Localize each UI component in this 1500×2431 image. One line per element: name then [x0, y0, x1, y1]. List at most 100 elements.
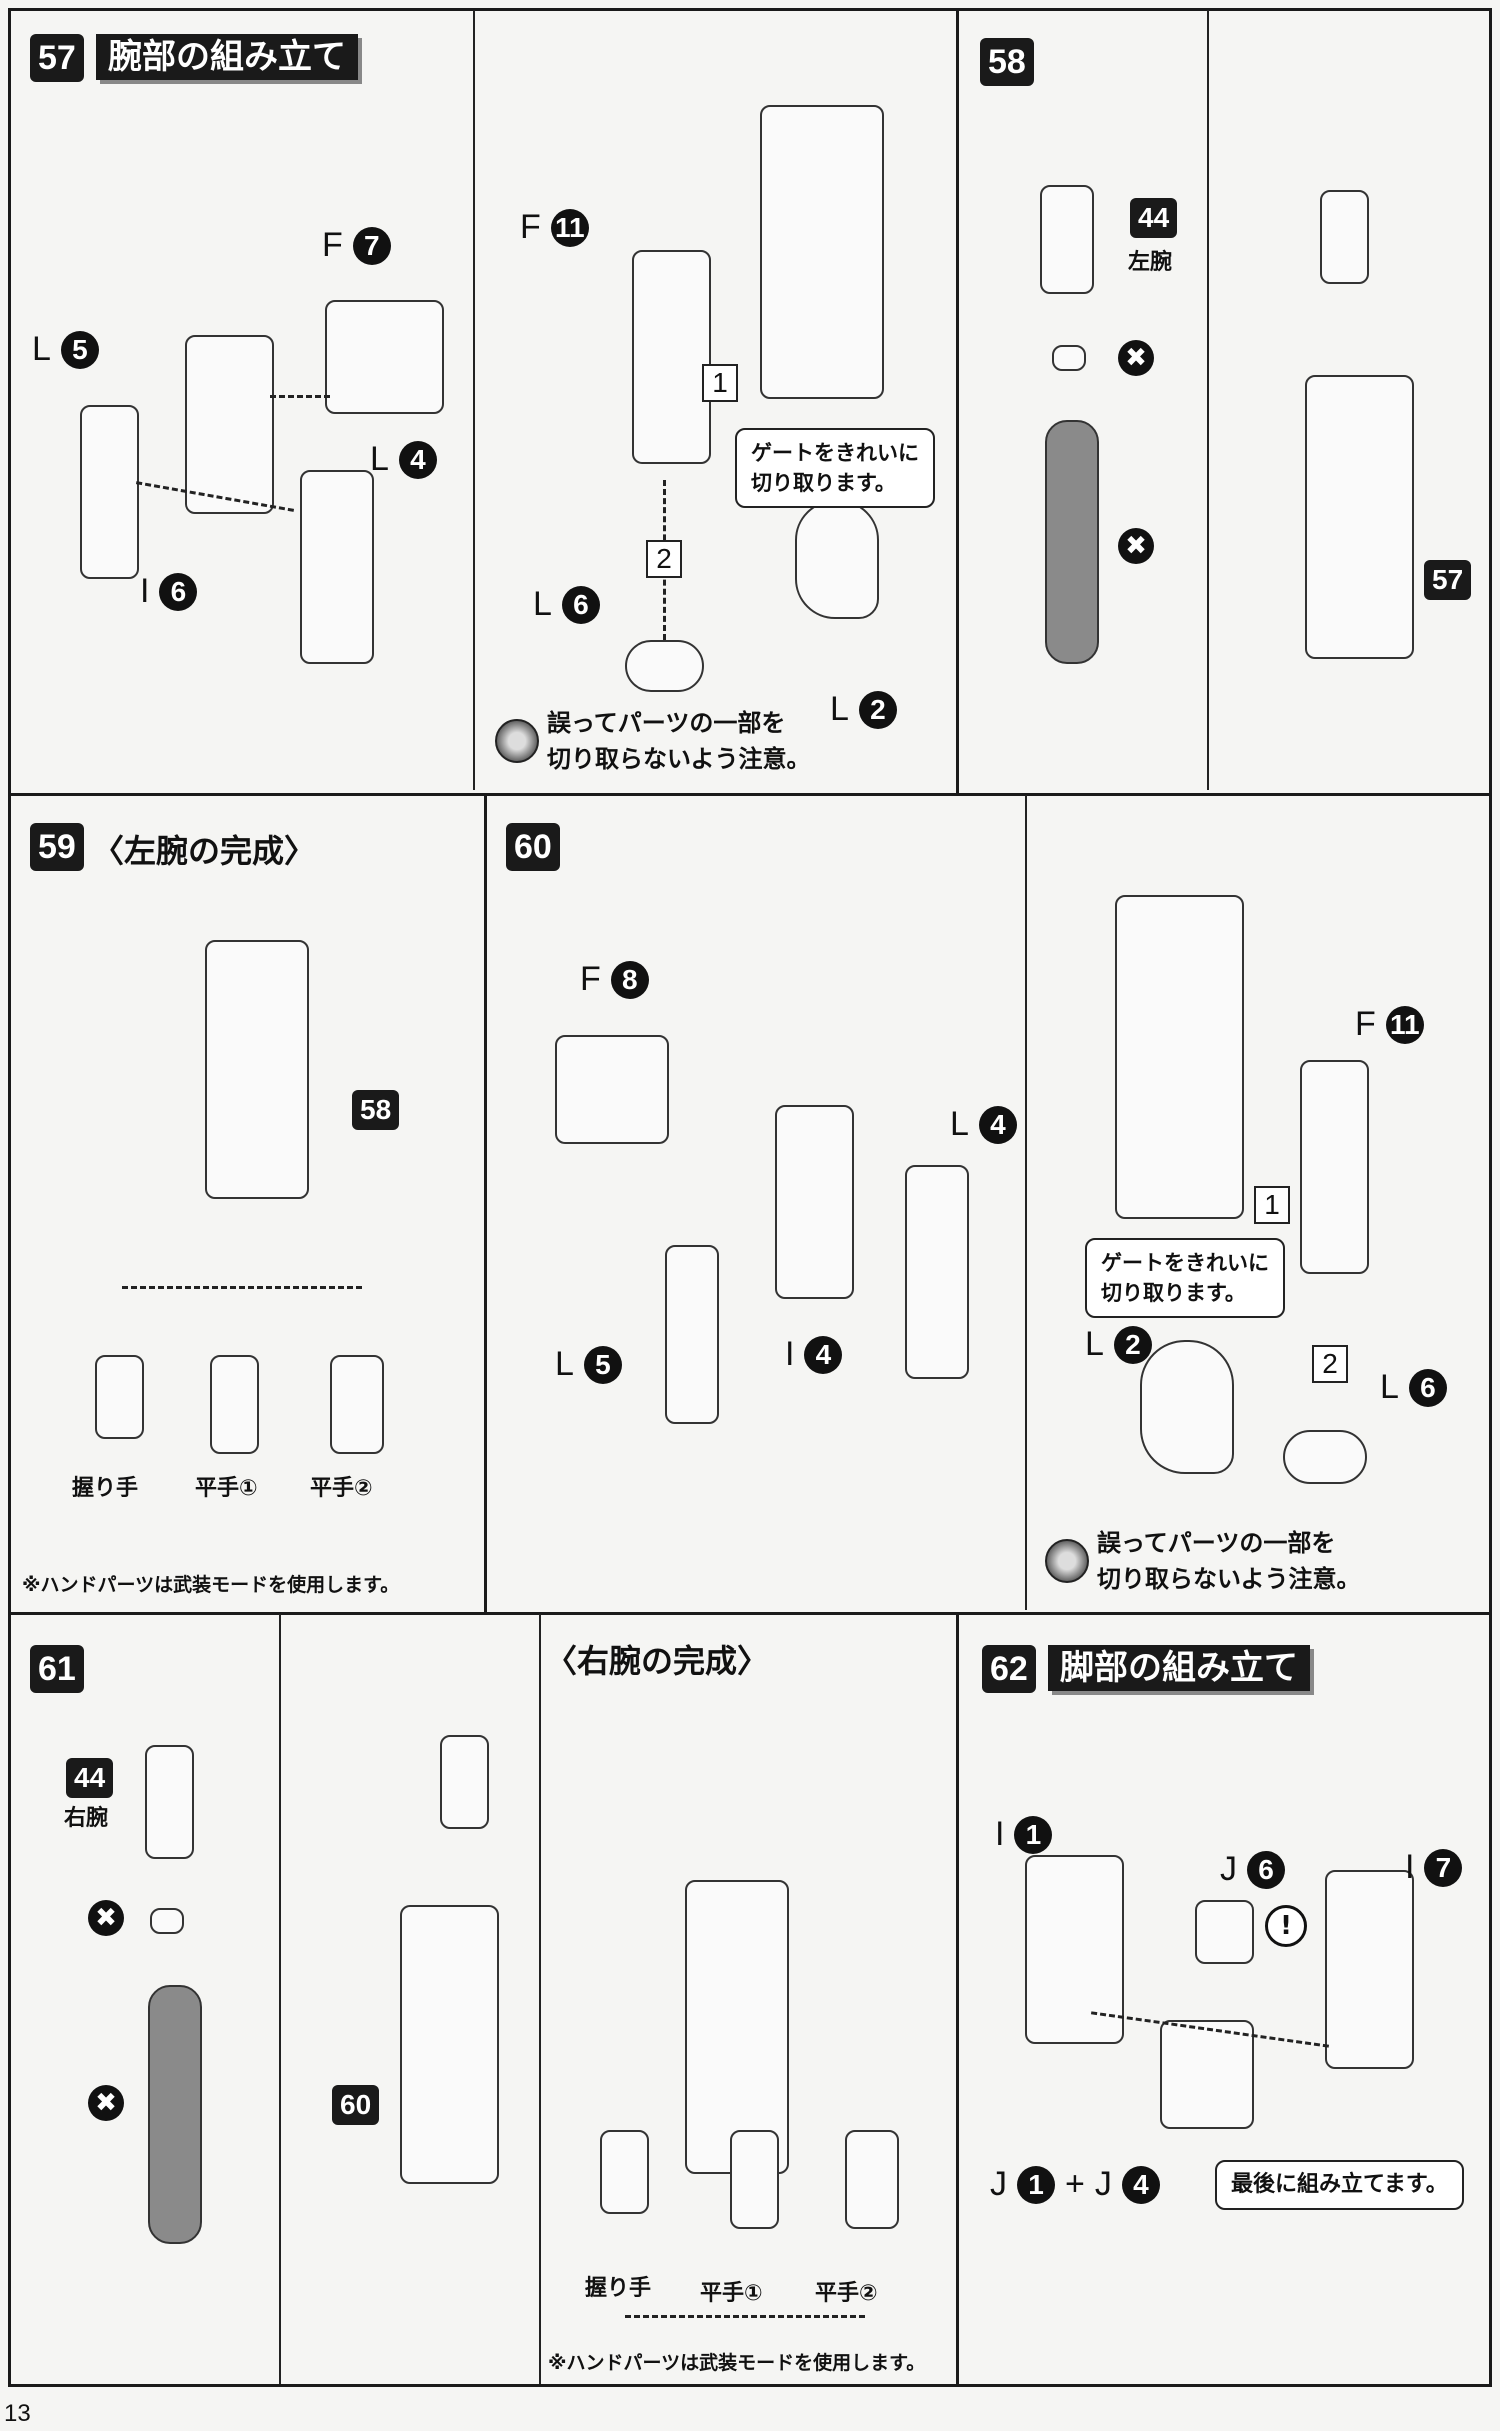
part-letter: L	[370, 440, 389, 478]
part-number: 6	[1408, 1368, 1447, 1407]
part-l4	[300, 470, 374, 664]
part-f7	[325, 300, 444, 414]
sub-step-1: 1	[702, 364, 738, 402]
part-letter: I	[785, 1335, 795, 1373]
hand-label: 平手①	[700, 2281, 763, 2306]
part-arm-assembly	[1305, 375, 1414, 659]
part-arm-assembly	[1115, 895, 1244, 1219]
part-letter: J	[1220, 1850, 1237, 1888]
part-i7	[1325, 1870, 1414, 2069]
part-letter: J	[1094, 2165, 1112, 2203]
part-letter: +	[1065, 2165, 1085, 2203]
step-number: 62	[982, 1645, 1036, 1693]
gate-callout: ゲートをきれいに切り取ります。	[1085, 1238, 1285, 1318]
part-number: 1	[1014, 1815, 1053, 1854]
part-left-arm-complete	[205, 940, 309, 1199]
hand-flat-2	[330, 1355, 384, 1454]
part-number: 6	[159, 572, 198, 611]
part-letter: L	[555, 1345, 574, 1383]
part-letter: L	[533, 585, 552, 623]
step-title: 〈右腕の完成〉	[545, 1642, 770, 1680]
part-letter: I	[1405, 1848, 1415, 1886]
reference-badge: 60	[332, 2085, 380, 2125]
divider	[1025, 795, 1027, 1610]
hand-parts-note: ※ハンドパーツは武装モードを使用します。	[548, 2352, 926, 2374]
sub-step-2: 2	[646, 540, 682, 578]
part-letter: I	[140, 572, 150, 610]
part-letter: L	[950, 1105, 969, 1143]
part-i1	[1025, 1855, 1124, 2044]
hand-flat-2	[845, 2130, 899, 2229]
caution-icon	[1045, 1539, 1089, 1583]
step-title: 〈左腕の完成〉	[92, 832, 317, 870]
prohibited-icon: ✖	[1118, 528, 1154, 564]
part-i4	[775, 1105, 854, 1299]
part-number: 4	[398, 440, 437, 479]
part-letter: F	[1355, 1005, 1376, 1043]
part-number: 7	[1424, 1848, 1463, 1887]
callout-line: ゲートをきれいに	[1101, 1251, 1269, 1275]
part-number: 4	[978, 1105, 1017, 1144]
part-l6	[625, 640, 704, 692]
hand-grip	[95, 1355, 144, 1439]
step-number: 61	[30, 1645, 84, 1693]
part-number: 6	[1247, 1850, 1285, 1889]
part-number: 4	[1121, 2165, 1160, 2204]
part-letter: F	[520, 208, 541, 246]
part-letter: L	[830, 690, 849, 728]
hand-grip	[600, 2130, 649, 2214]
part-number: 4	[804, 1335, 843, 1374]
caution-line: 切り取らないよう注意。	[547, 745, 811, 773]
hand-label: 平手②	[815, 2281, 878, 2306]
part-l5	[665, 1245, 719, 1424]
hand-parts-note: ※ハンドパーツは武装モードを使用します。	[22, 1574, 400, 1596]
prohibited-icon: ✖	[88, 1900, 124, 1936]
part-f8	[555, 1035, 669, 1144]
step-number: 58	[980, 38, 1034, 86]
hand-options-line	[625, 2315, 865, 2318]
part-forearm-frame	[1045, 420, 1099, 664]
part-name: 右腕	[64, 1806, 109, 1831]
page-number: 13	[4, 2400, 31, 2427]
part-j6	[1195, 1900, 1254, 1964]
callout-line: ゲートをきれいに	[751, 441, 919, 465]
hand-label: 平手②	[310, 1476, 373, 1501]
part-number: 11	[550, 208, 589, 247]
hand-label: 握り手	[585, 2276, 652, 2301]
part-i6	[185, 335, 274, 514]
step-number: 57	[30, 34, 84, 82]
part-badge: 44	[1130, 198, 1178, 238]
part-upper-arm	[1320, 190, 1369, 284]
part-j1-j4	[1160, 2020, 1254, 2129]
callout-line: 切り取ります。	[1101, 1281, 1246, 1305]
step-number: 59	[30, 823, 84, 871]
caution-icon	[495, 719, 539, 763]
part-letter: F	[580, 960, 601, 998]
part-l2	[795, 500, 879, 619]
caution-note: 誤ってパーツの一部を切り取らないよう注意。	[495, 705, 811, 777]
part-joint-ring	[1052, 345, 1086, 371]
part-l6	[1283, 1430, 1367, 1484]
prohibited-icon: ✖	[1118, 340, 1154, 376]
reference-badge: 57	[1424, 560, 1472, 600]
part-number: 1	[1017, 2165, 1055, 2204]
part-number: 6	[561, 585, 600, 624]
part-joint-ring	[150, 1908, 184, 1934]
hand-label: 平手①	[195, 1476, 258, 1501]
caution-note: 誤ってパーツの一部を切り取らないよう注意。	[1045, 1525, 1361, 1597]
part-number: 5	[583, 1345, 622, 1384]
part-arm-assembly	[400, 1905, 499, 2184]
